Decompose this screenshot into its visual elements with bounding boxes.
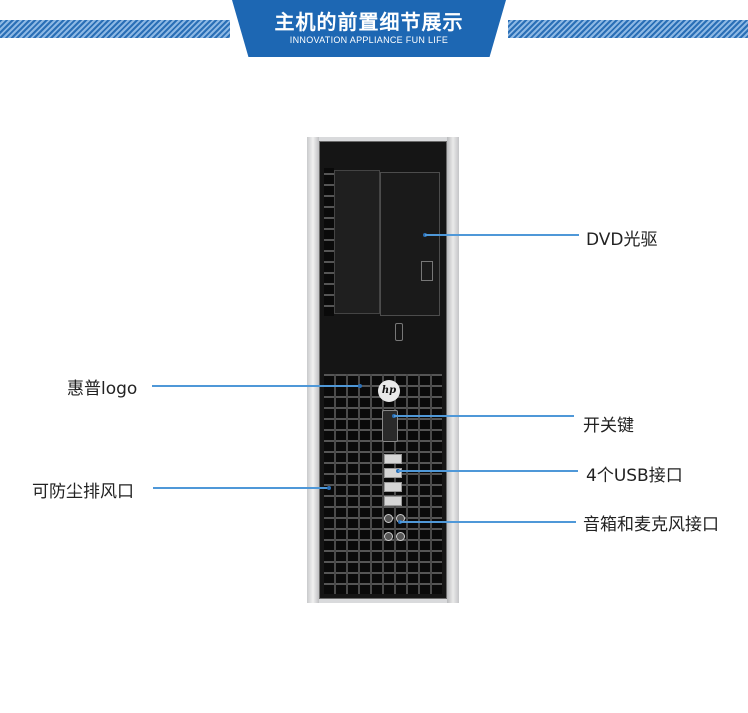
- pc-tower-image: hp: [307, 137, 459, 603]
- usb-port-3: [384, 482, 402, 492]
- vent-callout-dot: [327, 486, 331, 490]
- dvd-callout-line: [425, 234, 579, 236]
- banner-title-plate: 主机的前置细节展示 INNOVATION APPLIANCE FUN LIFE: [232, 0, 506, 57]
- hp-logo-callout-line: [152, 385, 360, 387]
- banner-stripe-left: [0, 20, 230, 38]
- vent-callout-line: [153, 487, 329, 489]
- empty-drive-bay: [334, 170, 380, 314]
- audio-label: 音箱和麦克风接口: [583, 515, 719, 535]
- usb-port-4: [384, 496, 402, 506]
- hp-logo-label: 惠普logo: [67, 379, 138, 399]
- power-label: 开关键: [583, 416, 634, 436]
- audio-jack-1: [384, 514, 393, 523]
- dvd-eject-button: [395, 323, 403, 341]
- audio-jack-3: [384, 532, 393, 541]
- banner-stripe-right: [508, 20, 748, 38]
- header-banner: 主机的前置细节展示 INNOVATION APPLIANCE FUN LIFE: [0, 0, 748, 57]
- tower-right-panel: [447, 137, 459, 603]
- usb-label: 4个USB接口: [586, 466, 683, 486]
- dvd-drive: [380, 172, 440, 341]
- lower-vent: [324, 374, 442, 594]
- audio-callout-line: [400, 521, 576, 523]
- dvd-label: DVD光驱: [586, 230, 658, 250]
- usb-port-1: [384, 454, 402, 464]
- tower-left-panel: [307, 137, 319, 603]
- tower-front-bezel: hp: [319, 141, 447, 599]
- power-callout-line: [394, 415, 574, 417]
- vent-label: 可防尘排风口: [32, 482, 134, 502]
- hp-logo-icon: hp: [378, 380, 400, 402]
- hp-logo-callout-dot: [358, 384, 362, 388]
- usb-callout-line: [398, 470, 578, 472]
- power-button: [382, 410, 398, 442]
- page-title: 主机的前置细节展示: [274, 10, 464, 34]
- page-subtitle: INNOVATION APPLIANCE FUN LIFE: [289, 35, 449, 45]
- upper-left-vent: [324, 168, 334, 316]
- audio-jack-4: [396, 532, 405, 541]
- dvd-logo-icon: [421, 261, 433, 281]
- usb-port-2: [384, 468, 402, 478]
